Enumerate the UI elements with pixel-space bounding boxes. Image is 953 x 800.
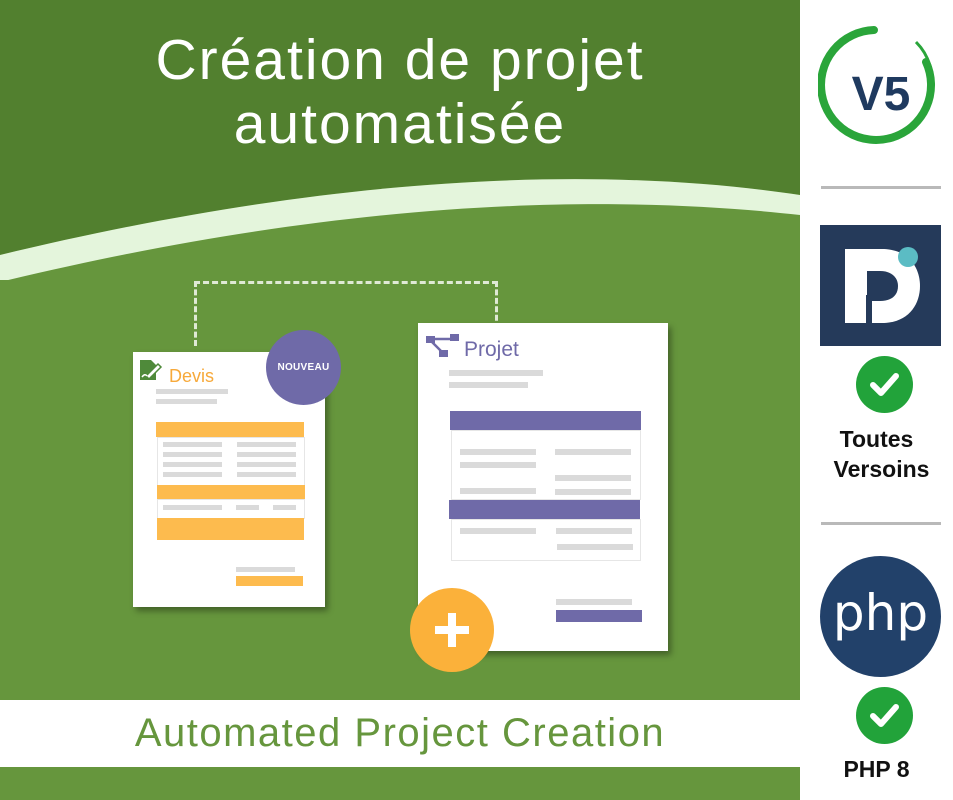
dolibarr-logo (820, 225, 941, 346)
page-title: Création de projet automatisée (0, 28, 800, 156)
document-edit-icon (140, 360, 163, 381)
php-logo-text: php (832, 583, 929, 642)
check-icon (856, 687, 913, 744)
check-icon (856, 356, 913, 413)
subtitle: Automated Project Creation (134, 711, 666, 755)
svg-text:V5: V5 (852, 68, 911, 121)
projet-title: Projet (464, 338, 519, 361)
label-line-1: Toutes (839, 426, 914, 452)
divider (821, 522, 941, 525)
v5-logo: V5 (818, 26, 936, 144)
divider (821, 186, 941, 189)
php-version-label: PHP 8 (843, 756, 910, 782)
connector-line (194, 281, 498, 346)
new-badge: NOUVEAU (266, 330, 341, 405)
plus-icon (410, 588, 494, 672)
dolibarr-d-icon (845, 247, 920, 323)
title-line-1: Création de projet (155, 28, 645, 92)
devis-title: Devis (169, 366, 215, 386)
label-line-2: Versoins (833, 456, 930, 482)
php-logo: php (820, 556, 941, 677)
banner-main: Création de projet automatisée Devis NO (0, 0, 800, 800)
hierarchy-icon (426, 334, 459, 357)
footer-band (0, 700, 800, 767)
new-badge-label: NOUVEAU (277, 362, 330, 373)
header-swoosh (0, 0, 800, 280)
title-line-2: automatisée (233, 92, 567, 156)
dolibarr-versions-label: Toutes Versoins (800, 424, 953, 484)
